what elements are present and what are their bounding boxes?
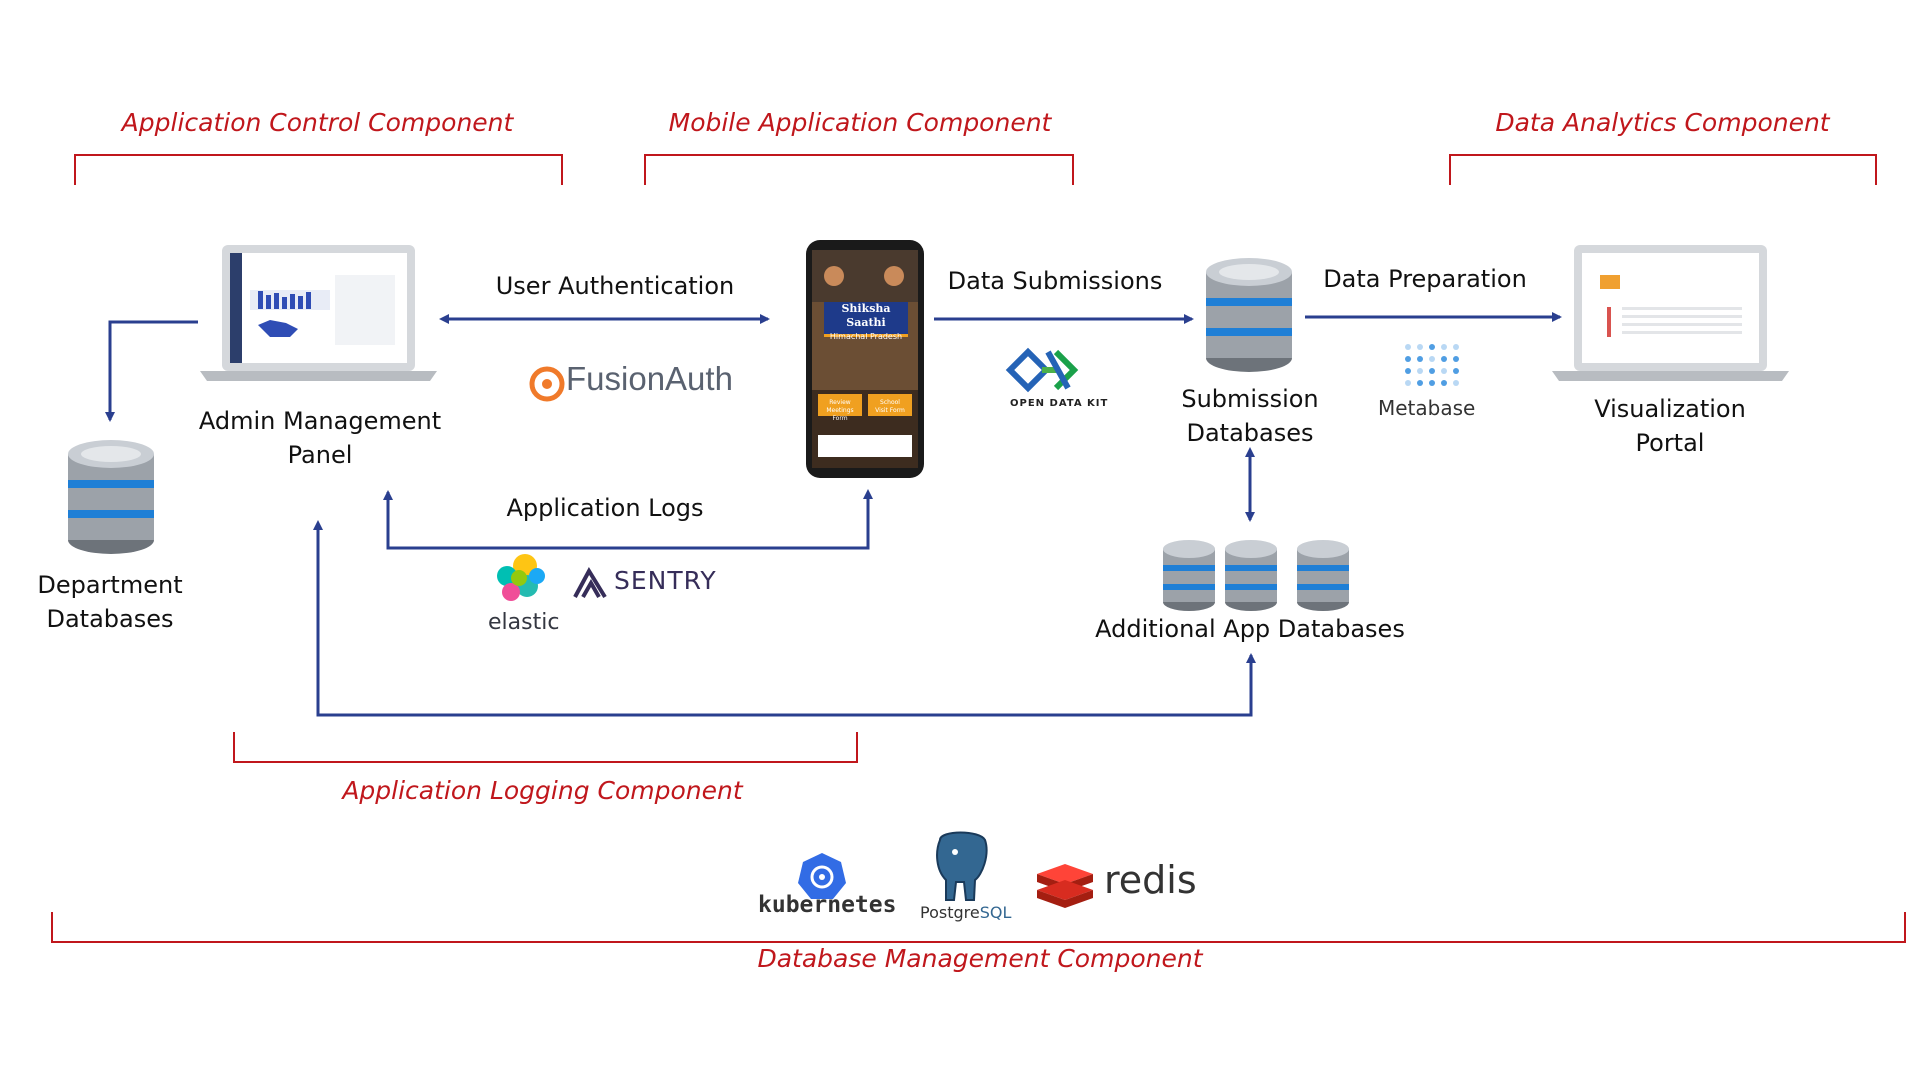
odk-logo-text: OPEN DATA KIT [1010,398,1109,409]
metabase-logo-text: Metabase [1378,396,1476,420]
elastic-logo-text: elastic [488,610,560,635]
department-databases-label: Department Databases [20,568,200,636]
visualization-portal-label: Visualization Portal [1570,392,1770,460]
additional-db-icon-2 [1225,540,1277,611]
kubernetes-logo-text: kubernetes [758,892,897,918]
submission-db-line1: Submission [1181,385,1319,413]
bracket-data-analytics [1449,154,1877,185]
edge-label-user-authentication: User Authentication [495,272,735,300]
bracket-application-control [74,154,563,185]
phone-app-banner: Shiksha Saathi Himachal Pradesh [824,302,908,341]
postgresql-logo-text: PostgreSQL [920,903,1011,922]
phone-review-label: Review [829,399,851,406]
sentry-logo-text: SENTRY [614,566,717,595]
phone-school-label: School [880,399,900,406]
visualization-laptop-icon [1552,245,1789,381]
arrow-admin-to-department-db [105,320,198,422]
bracket-mobile-application [644,154,1074,185]
fusionauth-logo-text: FusionAuth [566,360,733,397]
visualization-portal-line2: Portal [1635,429,1705,457]
elastic-logo-icon [497,554,545,601]
additional-db-icon-3 [1297,540,1349,611]
department-db-line2: Databases [46,605,174,633]
postgresql-text-a: Postgre [920,903,980,922]
label-mobile-application-component: Mobile Application Component [668,108,1052,137]
phone-school-visit-button[interactable]: School Visit Form [868,396,912,421]
submission-db-line2: Databases [1186,419,1314,447]
redis-logo-text: redis [1104,858,1197,902]
edge-label-application-logs: Application Logs [506,494,704,522]
department-db-icon [68,440,154,554]
label-application-control-component: Application Control Component [121,108,514,137]
bracket-application-logging [233,732,858,763]
metabase-logo-icon [1405,344,1459,386]
label-database-management-component: Database Management Component [757,944,1203,973]
admin-panel-line2: Panel [287,441,353,469]
edge-label-data-submissions: Data Submissions [947,267,1163,295]
submission-databases-label: Submission Databases [1150,382,1350,450]
phone-review-meetings-button[interactable]: Review Meetings Form [818,396,862,422]
redis-logo-icon [1037,864,1093,908]
admin-panel-line1: Admin Management [198,407,442,435]
admin-laptop-icon [200,245,437,381]
mobile-phone-icon [806,240,924,478]
label-data-analytics-component: Data Analytics Component [1495,108,1830,137]
edge-label-data-preparation: Data Preparation [1323,265,1527,293]
phone-app-title: Shiksha Saathi [841,302,891,329]
postgresql-text-b: SQL [979,903,1012,922]
kubernetes-logo-icon [798,853,846,899]
postgresql-logo-icon [936,831,988,901]
phone-visit-form-label: Visit Form [875,407,905,414]
odk-logo-icon [1005,347,1079,393]
phone-meetings-form-label: Meetings Form [826,407,854,422]
department-db-line1: Department [37,571,183,599]
phone-app-subtitle: Himachal Pradesh [829,332,903,341]
admin-management-panel-label: Admin Management Panel [170,404,470,472]
fusionauth-logo-icon [529,366,565,402]
additional-db-icon-1 [1163,540,1215,611]
submission-db-icon [1206,258,1292,372]
additional-app-databases-label: Additional App Databases [1095,615,1405,643]
bracket-database-management [51,912,1906,943]
label-application-logging-component: Application Logging Component [342,776,743,805]
arrow-admin-additional-db [313,520,1256,717]
sentry-logo-icon [573,566,607,599]
visualization-portal-line1: Visualization [1594,395,1746,423]
